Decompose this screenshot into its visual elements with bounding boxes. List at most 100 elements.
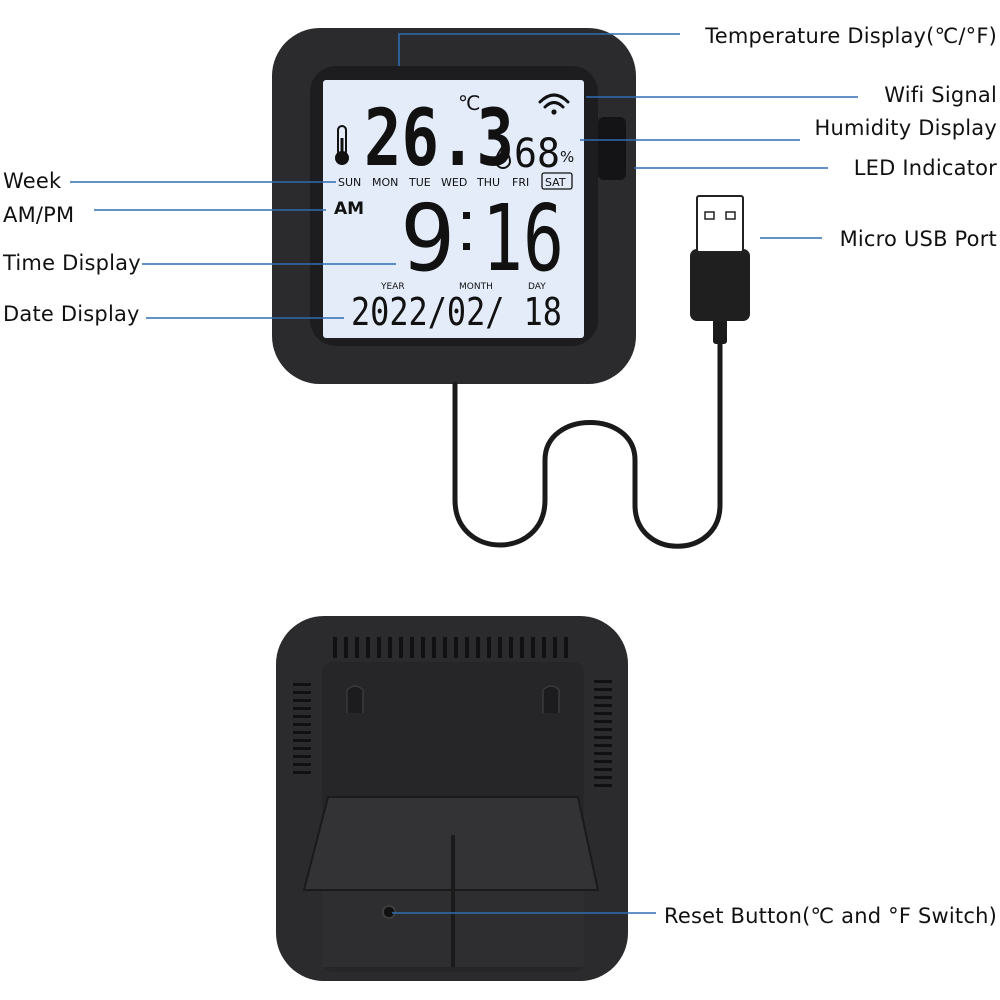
weekday-sat: SAT (545, 176, 566, 189)
vent-slot (476, 637, 480, 658)
time-colon (463, 212, 470, 250)
left-vents (293, 683, 311, 774)
vent-slot (487, 637, 491, 658)
vent-slot (355, 637, 359, 658)
vent-slot (454, 637, 458, 658)
vent-slot (410, 637, 414, 658)
vent-slot (594, 760, 612, 763)
vent-slot (542, 637, 546, 658)
vent-slot (594, 728, 612, 731)
lcd-screen (323, 80, 584, 338)
vent-slot (594, 704, 612, 707)
vent-slot (564, 637, 568, 658)
vent-slot (293, 707, 311, 710)
cable-wire (452, 337, 723, 549)
callout-date-display: Date Display (3, 302, 140, 326)
right-vents (594, 680, 612, 787)
vent-slot (594, 712, 612, 715)
selected-weekday-box (541, 172, 573, 190)
weekday-thu: THU (476, 176, 500, 189)
hanger-hole-right (542, 685, 560, 713)
month-label: MONTH (459, 282, 493, 292)
am-pm-indicator: AM (334, 199, 364, 219)
vent-slot (366, 637, 370, 658)
callout-temperature-display: Temperature Display(℃/°F) (705, 24, 997, 48)
callout-time-display: Time Display (3, 251, 141, 275)
vent-slot (594, 776, 612, 779)
vent-slot (293, 739, 311, 742)
vent-slot (443, 637, 447, 658)
callout-micro-usb-port: Micro USB Port (839, 227, 997, 251)
vent-slot (333, 637, 337, 658)
vent-slot (388, 637, 392, 658)
vent-slot (594, 680, 612, 683)
weekday-fri: FRI (512, 176, 529, 189)
humidity-value: 68 (514, 131, 560, 177)
vent-slot (594, 752, 612, 755)
callout-wifi-signal: Wifi Signal (884, 83, 997, 107)
vent-slot (293, 755, 311, 758)
vent-slot (594, 720, 612, 723)
callout-led-indicator: LED Indicator (853, 156, 997, 180)
vent-slot (293, 699, 311, 702)
led-indicator (598, 117, 626, 180)
vent-slot (594, 784, 612, 787)
vent-slot (293, 747, 311, 750)
callout-week: Week (3, 169, 62, 193)
callout-am-pm: AM/PM (3, 203, 75, 227)
vent-slot (399, 637, 403, 658)
day-label: DAY (528, 282, 546, 292)
vent-slot (421, 637, 425, 658)
humidity-unit: % (560, 148, 574, 166)
thermometer-icon (335, 125, 349, 165)
weekday-tue: TUE (408, 176, 431, 189)
usb-connector-metal (696, 195, 744, 253)
vent-slot (594, 688, 612, 691)
vent-slot (465, 637, 469, 658)
usb-cable (452, 195, 750, 549)
vent-slot (594, 768, 612, 771)
weekday-mon: MON (372, 176, 398, 189)
vent-slot (293, 683, 311, 686)
usb-connector-housing (690, 249, 750, 321)
vent-slot (293, 763, 311, 766)
year-label: YEAR (380, 282, 405, 292)
vent-slot (293, 723, 311, 726)
temperature-value: 26.3 (364, 94, 514, 184)
front-device: 26.3 ℃ 68 % SUN MON TUE WED THU FRI SAT AM 9 1… (272, 28, 636, 384)
vent-slot (293, 771, 311, 774)
vent-slot (498, 637, 502, 658)
vent-slot (377, 637, 381, 658)
vent-slot (432, 637, 436, 658)
vent-slot (531, 637, 535, 658)
vent-slot (293, 715, 311, 718)
vent-slot (509, 637, 513, 658)
reset-button[interactable] (382, 905, 396, 919)
leader-temperature (398, 33, 680, 66)
vent-slot (594, 736, 612, 739)
vent-slot (594, 696, 612, 699)
hanger-hole-left (346, 685, 364, 713)
vent-slot (293, 731, 311, 734)
callout-reset-button: Reset Button(℃ and °F Switch) (664, 904, 997, 928)
vent-slot (553, 637, 557, 658)
weekday-sun: SUN (338, 176, 361, 189)
vent-slot (594, 744, 612, 747)
weekday-wed: WED (441, 176, 467, 189)
time-hour: 9 (400, 185, 455, 292)
top-vents (333, 637, 568, 658)
back-device (276, 616, 628, 981)
wifi-icon (538, 93, 570, 115)
temperature-unit: ℃ (458, 91, 480, 115)
callout-humidity-display: Humidity Display (814, 116, 997, 140)
leader-lines (70, 33, 858, 914)
droplet-icon (494, 144, 512, 169)
time-minute: 16 (482, 185, 564, 292)
date-value: 2022/02/ 18 (351, 290, 562, 334)
vent-slot (520, 637, 524, 658)
vent-slot (293, 691, 311, 694)
usb-connector-neck (713, 318, 727, 344)
weekday-row: SUN MON TUE WED THU FRI SAT (338, 172, 573, 190)
vent-slot (344, 637, 348, 658)
